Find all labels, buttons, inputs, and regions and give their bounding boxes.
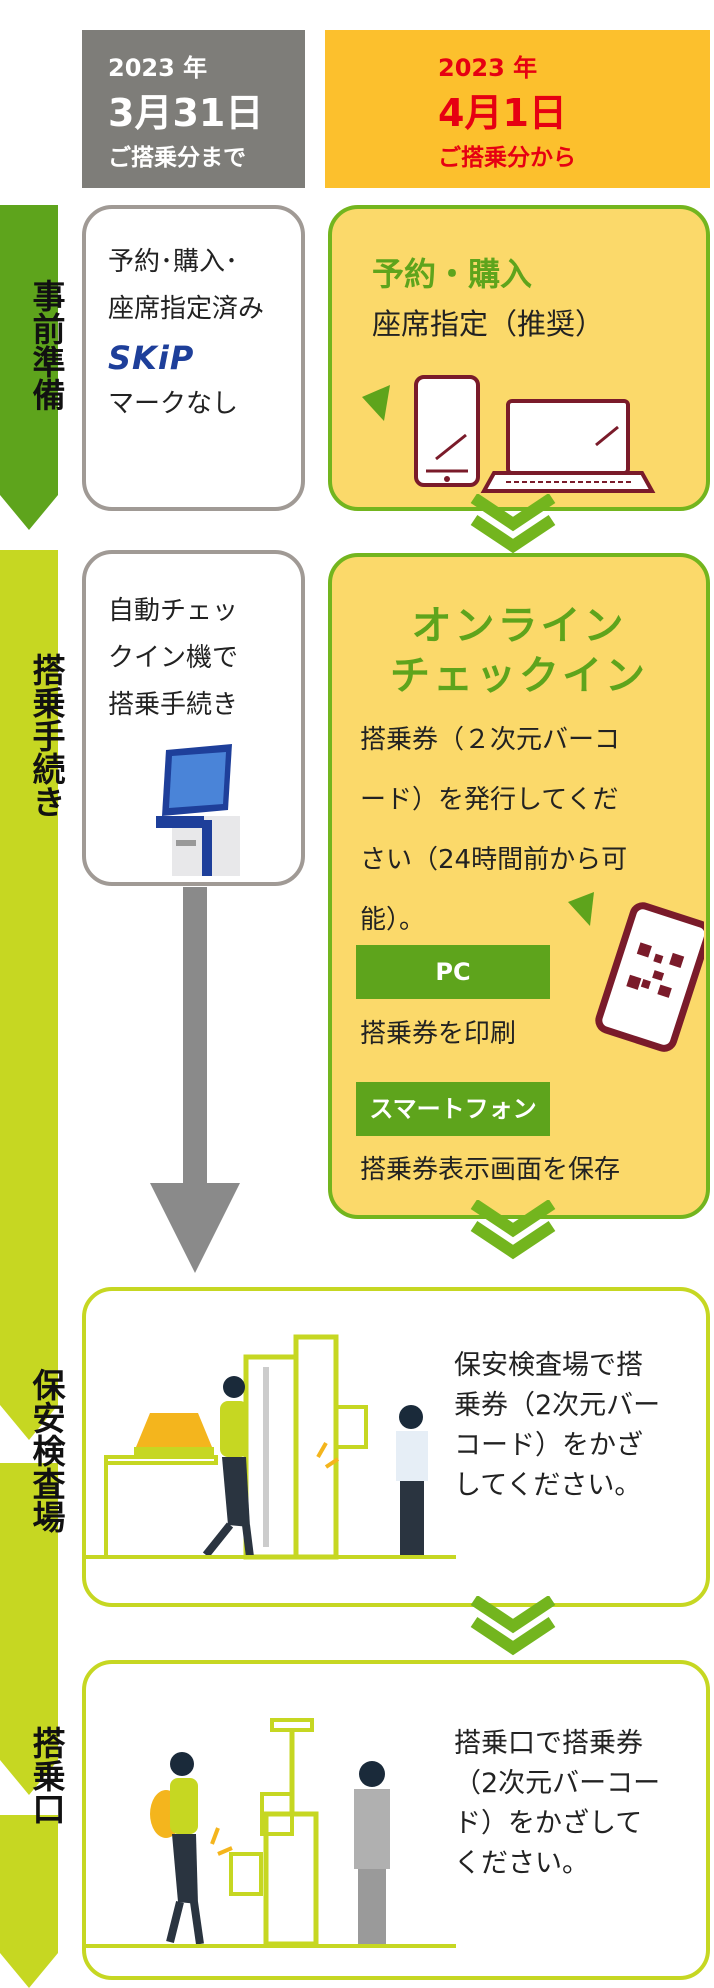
- security-box: 保安検査場で搭 乗券（2次元バー コード）をかざ してください。: [82, 1287, 710, 1607]
- step-label-prep: 事前準備: [27, 279, 66, 411]
- gray-down-arrow: [150, 887, 240, 1273]
- header-until-march: 2023 年 3月31日 ご搭乗分まで: [82, 30, 305, 188]
- gate-line1: 搭乗口で搭乗券: [454, 1728, 643, 1759]
- step-label-security: 保安検査場: [27, 1367, 66, 1533]
- gate-illustration: [86, 1718, 456, 1948]
- prep-old-line2: 座席指定済み: [108, 294, 265, 324]
- step-label-gate: 搭乗口: [27, 1725, 66, 1825]
- smartphone-text: 搭乗券表示画面を保存: [360, 1155, 621, 1185]
- pc-label: PC: [356, 945, 550, 999]
- prep-new-title: 予約・購入: [372, 255, 533, 293]
- smartphone-label: スマートフォン: [356, 1082, 550, 1136]
- kiosk-icon: [156, 744, 240, 876]
- step-arrow-checkin: [0, 550, 58, 1440]
- checkin-old-line3: 搭乗手続き: [108, 690, 239, 720]
- step-label-checkin: 搭乗手続き: [27, 652, 66, 818]
- chevron-down-icon: [470, 1200, 556, 1260]
- header-from-april: 2023 年 4月1日 ご搭乗分から: [325, 30, 710, 188]
- checkin-new-text2: ード）を発行してくだ: [360, 785, 619, 815]
- gate-line3: ド）をかざして: [454, 1808, 643, 1839]
- laptop-icon: [506, 399, 630, 475]
- qr-phone-icon: [568, 892, 704, 1052]
- step-arrow-gate: [0, 1815, 58, 1988]
- header-new-year: 2023 年: [438, 54, 538, 82]
- checkin-old-box: 自動チェッ クイン機で 搭乗手続き: [82, 550, 305, 886]
- prep-new-sub: 座席指定（推奨）: [372, 307, 605, 341]
- chevron-down-icon: [470, 494, 556, 554]
- prep-old-line1: 予約･購入･: [108, 247, 239, 277]
- gate-box: 搭乗口で搭乗券 （2次元バーコー ド）をかざして ください。: [82, 1660, 710, 1980]
- prep-old-line3: マークなし: [108, 389, 239, 419]
- gate-line2: （2次元バーコー: [454, 1768, 661, 1799]
- prep-old-box: 予約･購入･ 座席指定済み SKiP マークなし: [82, 205, 305, 511]
- security-line3: コード）をかざ: [454, 1430, 643, 1461]
- step-arrow-prep: [0, 205, 58, 530]
- checkin-new-box: オンライン チェックイン 搭乗券（２次元バーコ ード）を発行してくだ さい（24…: [328, 553, 710, 1219]
- smartphone-icon: [414, 375, 480, 487]
- header-old-date: 3月31日: [108, 91, 264, 135]
- prep-new-box: 予約・購入 座席指定（推奨）: [328, 205, 710, 511]
- security-line4: してください。: [454, 1470, 642, 1501]
- checkin-old-line1: 自動チェッ: [108, 596, 239, 626]
- security-line2: 乗券（2次元バー: [454, 1390, 661, 1421]
- pc-text: 搭乗券を印刷: [360, 1019, 517, 1049]
- gate-line4: ください。: [454, 1848, 589, 1879]
- header-old-sub: ご搭乗分まで: [108, 145, 246, 171]
- header-old-year: 2023 年: [108, 54, 208, 82]
- step-arrow-security: [0, 1463, 58, 1795]
- checkin-new-title1: オンライン: [411, 603, 627, 649]
- security-line1: 保安検査場で搭: [454, 1350, 643, 1381]
- skip-logo: SKiP: [108, 339, 195, 377]
- checkin-new-text3: さい（24時間前から可: [360, 845, 628, 875]
- highlight-mark-icon: [362, 385, 390, 421]
- checkin-new-text1: 搭乗券（２次元バーコ: [360, 725, 621, 755]
- device-icons: [362, 375, 656, 493]
- header-new-sub: ご搭乗分から: [438, 145, 576, 171]
- header-new-date: 4月1日: [438, 91, 567, 135]
- checkin-new-title2: チェックイン: [390, 653, 648, 699]
- security-illustration: [86, 1334, 456, 1560]
- checkin-old-line2: クイン機で: [108, 643, 239, 673]
- checkin-new-text4: 能）。: [360, 905, 426, 935]
- step-arrows: [0, 205, 58, 1988]
- chevron-down-icon: [470, 1596, 556, 1656]
